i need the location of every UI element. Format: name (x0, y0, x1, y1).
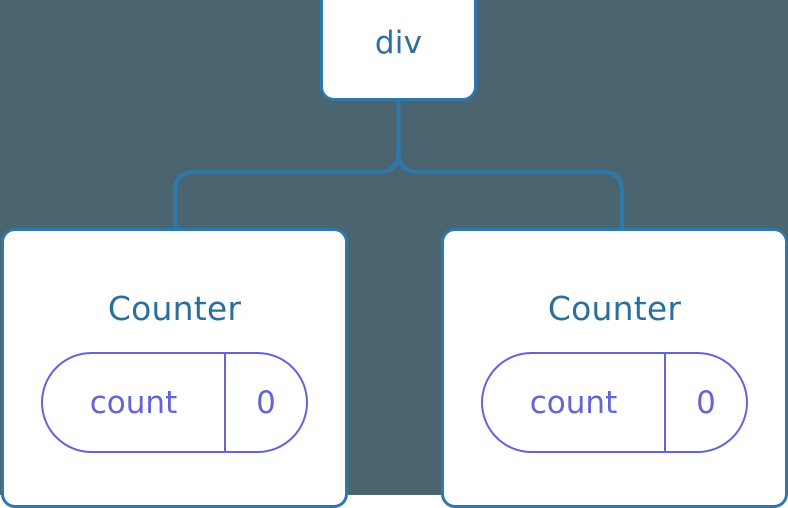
tree-connectors (173, 100, 624, 230)
state-value-left: 0 (224, 354, 306, 451)
node-counter-right[interactable]: Counter count 0 (441, 228, 788, 508)
node-div-label: div (374, 24, 423, 61)
connector-branch-right (396, 151, 624, 230)
state-pill-left[interactable]: count 0 (41, 352, 308, 453)
node-counter-left[interactable]: Counter count 0 (1, 228, 348, 508)
node-div[interactable]: div (320, 0, 477, 101)
connector-branch-left (173, 151, 401, 230)
node-counter-right-label: Counter (547, 289, 682, 328)
state-pill-right[interactable]: count 0 (481, 352, 748, 453)
state-value-right: 0 (664, 354, 746, 451)
state-key-right: count (529, 384, 618, 421)
state-key-left: count (89, 384, 178, 421)
node-counter-left-label: Counter (107, 289, 242, 328)
